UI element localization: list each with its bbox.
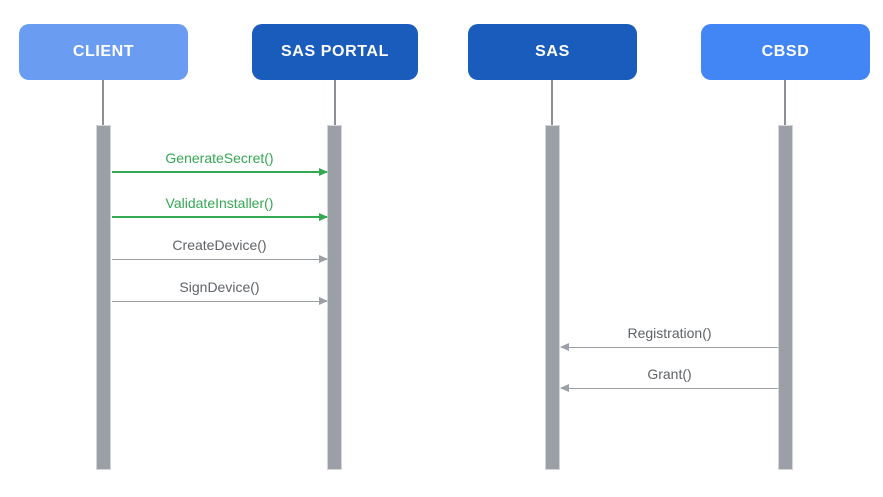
activation-bar-cbsd <box>778 125 793 470</box>
message-generate-secret: GenerateSecret() <box>112 147 327 173</box>
lifeline-sas <box>551 80 553 125</box>
actor-box-cbsd: CBSD <box>701 24 870 80</box>
message-validate-installer: ValidateInstaller() <box>112 192 327 218</box>
message-sign-device: SignDevice() <box>112 276 327 302</box>
lifeline-client <box>102 80 104 125</box>
lifeline-sas-portal <box>334 80 336 125</box>
message-label: SignDevice() <box>179 279 260 295</box>
actor-box-sas-portal: SAS PORTAL <box>252 24 418 80</box>
arrow-left-icon <box>561 346 778 348</box>
actor-box-sas: SAS <box>468 24 637 80</box>
actor-label-cbsd: CBSD <box>761 43 810 60</box>
actor-label-sas: SAS <box>535 43 570 60</box>
arrow-left-icon <box>561 387 778 389</box>
arrow-right-icon <box>112 216 327 218</box>
message-registration: Registration() <box>561 322 778 348</box>
arrow-right-icon <box>112 171 327 173</box>
message-label: Grant() <box>647 366 692 382</box>
actor-label-client: CLIENT <box>72 43 135 60</box>
message-label: Registration() <box>627 325 712 341</box>
activation-bar-sas <box>545 125 560 470</box>
message-label: ValidateInstaller() <box>165 195 274 211</box>
arrow-right-icon <box>112 300 327 302</box>
message-grant: Grant() <box>561 363 778 389</box>
activation-bar-sas-portal <box>327 125 342 470</box>
actor-label-sas-portal: SAS PORTAL <box>281 43 389 60</box>
message-label: GenerateSecret() <box>165 150 274 166</box>
message-label: CreateDevice() <box>172 237 267 253</box>
message-create-device: CreateDevice() <box>112 234 327 260</box>
arrow-right-icon <box>112 258 327 260</box>
lifeline-cbsd <box>784 80 786 125</box>
actor-box-client: CLIENT <box>19 24 188 80</box>
activation-bar-client <box>96 125 111 470</box>
